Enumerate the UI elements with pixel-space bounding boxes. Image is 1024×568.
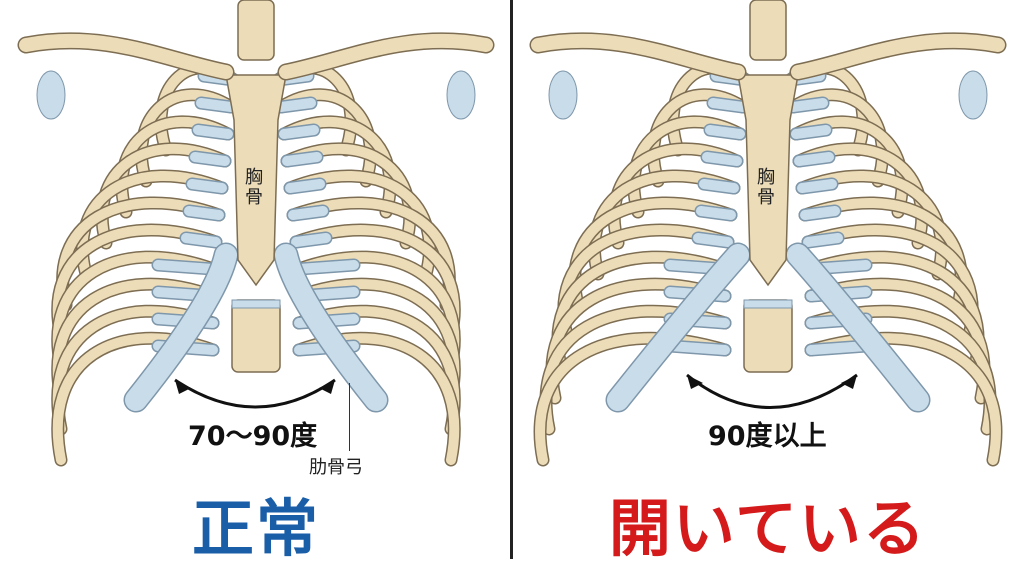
- intervertebral-disc: [231, 299, 281, 309]
- shoulder-joint: [548, 70, 578, 120]
- angle-label: 90度以上: [708, 421, 827, 452]
- costal-arch: [787, 244, 929, 411]
- arrowhead-icon: [841, 375, 857, 389]
- costal-cartilage: [702, 152, 742, 166]
- costal-cartilage: [276, 98, 316, 112]
- costal-cartilage: [193, 125, 233, 139]
- costal-cartilage: [184, 206, 224, 220]
- costal-cartilage: [153, 260, 218, 274]
- costal-cartilage: [288, 206, 328, 220]
- costal-cartilage: [788, 98, 828, 112]
- arrowhead-icon: [175, 380, 191, 394]
- costal-cartilage: [803, 233, 843, 247]
- clavicle: [531, 33, 745, 79]
- angle-arc-arrow: [174, 378, 336, 409]
- arrowhead-icon: [319, 380, 335, 394]
- costal-arch: [275, 244, 387, 411]
- sternum-label-char: 胸: [757, 167, 775, 188]
- sternum: [737, 74, 799, 287]
- panel-title: 正常: [191, 492, 320, 565]
- costal-cartilage: [791, 125, 831, 139]
- shoulder-joint: [36, 70, 66, 120]
- ribcage-illustration-open: [529, 0, 1007, 467]
- arrowhead-icon: [687, 375, 703, 389]
- sternum-label-char: 胸: [245, 167, 263, 188]
- costal-cartilage: [693, 233, 733, 247]
- panel-title: 開いている: [608, 492, 928, 565]
- cervical-spine: [749, 0, 787, 61]
- angle-arc-arrow: [686, 373, 858, 409]
- costal-cartilage: [279, 125, 319, 139]
- lumbar-vertebra: [231, 299, 281, 373]
- open-panel: 胸 骨 90度以上 開いている: [512, 0, 1024, 565]
- costal-cartilage: [699, 179, 739, 193]
- shoulder-joint: [958, 70, 988, 120]
- costal-arch-label: 肋骨弓: [309, 457, 363, 478]
- costal-cartilage: [665, 341, 730, 355]
- costal-cartilage: [794, 152, 834, 166]
- costal-cartilage: [797, 179, 837, 193]
- costal-arch-leader-line: [349, 383, 350, 451]
- costal-arch: [607, 244, 749, 411]
- lumbar-vertebra: [743, 299, 793, 373]
- costal-cartilage: [181, 233, 221, 247]
- divider: [510, 0, 513, 559]
- costal-cartilage: [708, 98, 748, 112]
- cervical-spine: [237, 0, 275, 61]
- intervertebral-disc: [743, 299, 793, 309]
- costal-cartilage: [282, 152, 322, 166]
- costal-arch: [125, 244, 237, 411]
- ribcage-illustration-normal: [17, 0, 495, 467]
- normal-panel: 胸 骨 70〜90度 肋骨弓 正常: [0, 0, 512, 565]
- sternum-label-char: 骨: [757, 187, 775, 208]
- costal-cartilage: [187, 179, 227, 193]
- costal-cartilage: [696, 206, 736, 220]
- costal-cartilage: [285, 179, 325, 193]
- clavicle: [279, 33, 493, 79]
- costal-cartilage: [806, 341, 871, 355]
- sternum-label: 胸 骨: [244, 168, 264, 208]
- costal-cartilage: [196, 98, 236, 112]
- clavicle: [791, 33, 1005, 79]
- costal-cartilage: [190, 152, 230, 166]
- costal-cartilage: [291, 233, 331, 247]
- sternum-label: 胸 骨: [756, 168, 776, 208]
- costal-cartilage: [705, 125, 745, 139]
- shoulder-joint: [446, 70, 476, 120]
- costal-cartilage: [294, 260, 359, 274]
- costal-cartilage: [800, 206, 840, 220]
- clavicle: [19, 33, 233, 79]
- sternum: [225, 74, 287, 287]
- sternum-label-char: 骨: [245, 187, 263, 208]
- angle-label: 70〜90度: [188, 421, 318, 452]
